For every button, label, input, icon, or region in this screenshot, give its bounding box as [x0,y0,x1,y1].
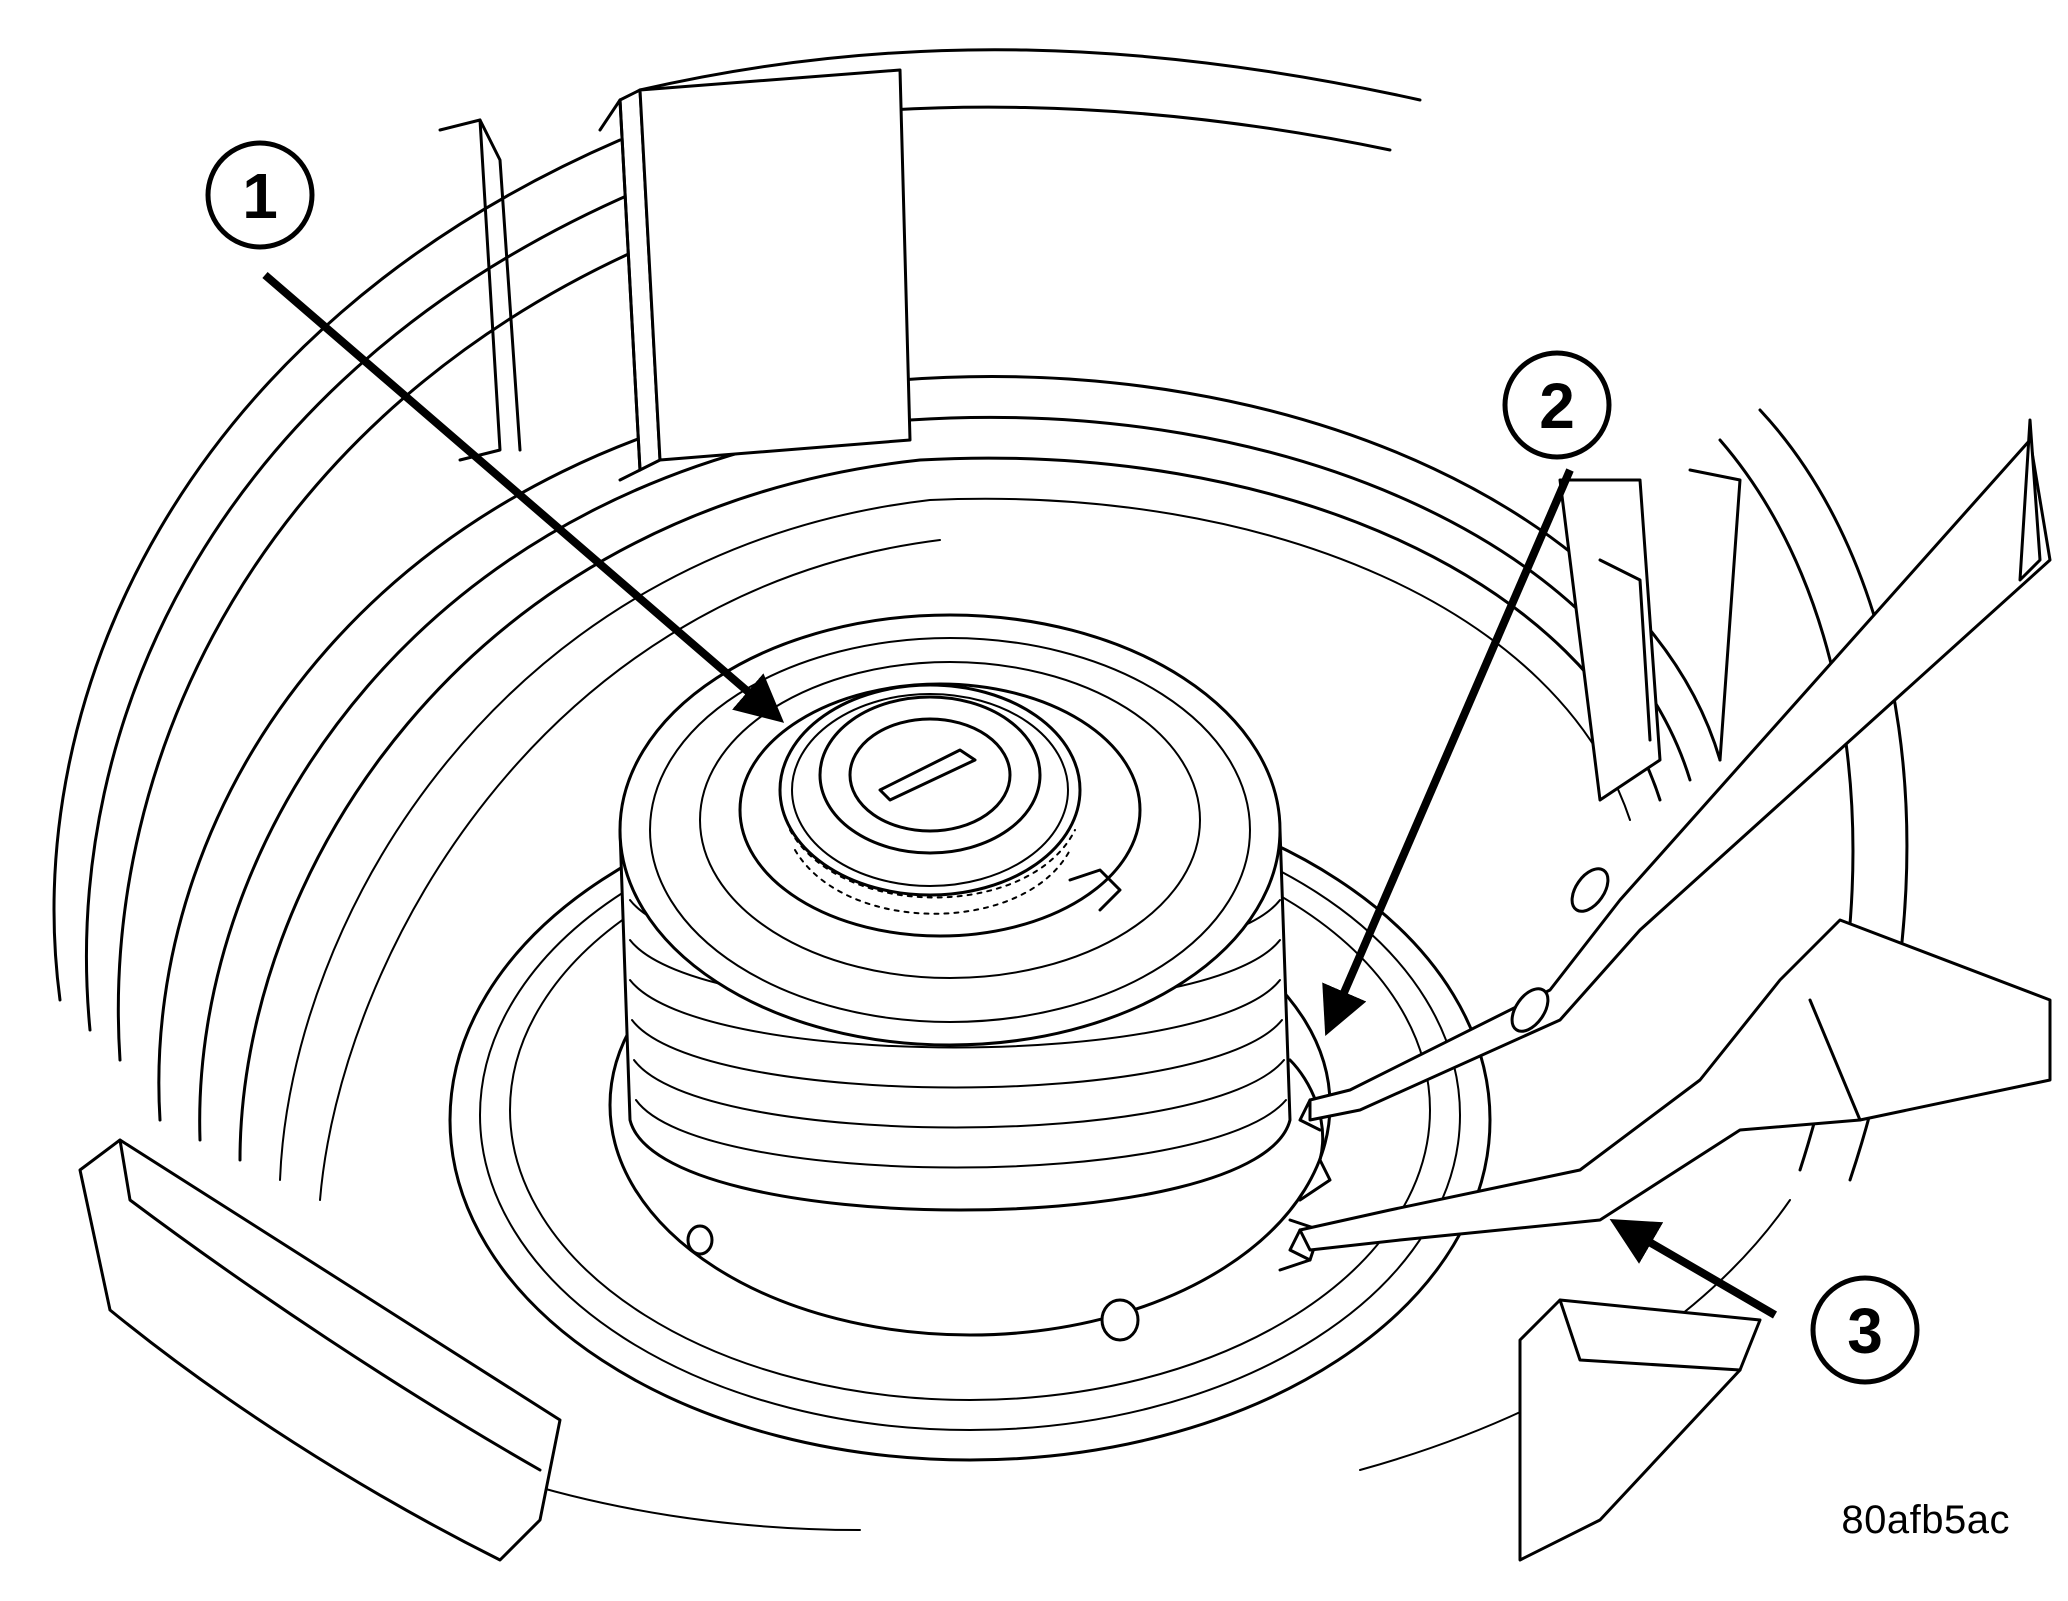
leader-lines [262,271,1778,1319]
housing-outer-rings [52,48,1909,1531]
splined-hub [778,683,1122,915]
leader-line-2 [1322,468,1574,1037]
housing-lower-left-segment [78,1138,562,1562]
leader-line-1 [262,271,785,723]
housing-tab [438,68,912,482]
housing-lower-right-segment [1518,1298,1762,1562]
pliers-pivot-hole-upper [1570,867,1610,913]
callout-3: 3 [1810,1275,1920,1385]
housing-right-tabs [1558,468,1742,802]
callout-2: 2 [1502,350,1612,460]
pliers-pivot-hole-lower [1510,987,1550,1033]
snap-ring-pliers [1288,418,2052,1262]
callout-2-label: 2 [1539,370,1575,442]
callout-3-label: 3 [1847,1295,1883,1367]
callout-1: 1 [205,140,315,250]
leader-line-3 [1609,1218,1778,1319]
callout-1-label: 1 [242,160,278,232]
flange-hole-right [1100,1298,1140,1342]
figure-code: 80afb5ac [1841,1498,2010,1542]
flange-hole-left [686,1224,714,1256]
